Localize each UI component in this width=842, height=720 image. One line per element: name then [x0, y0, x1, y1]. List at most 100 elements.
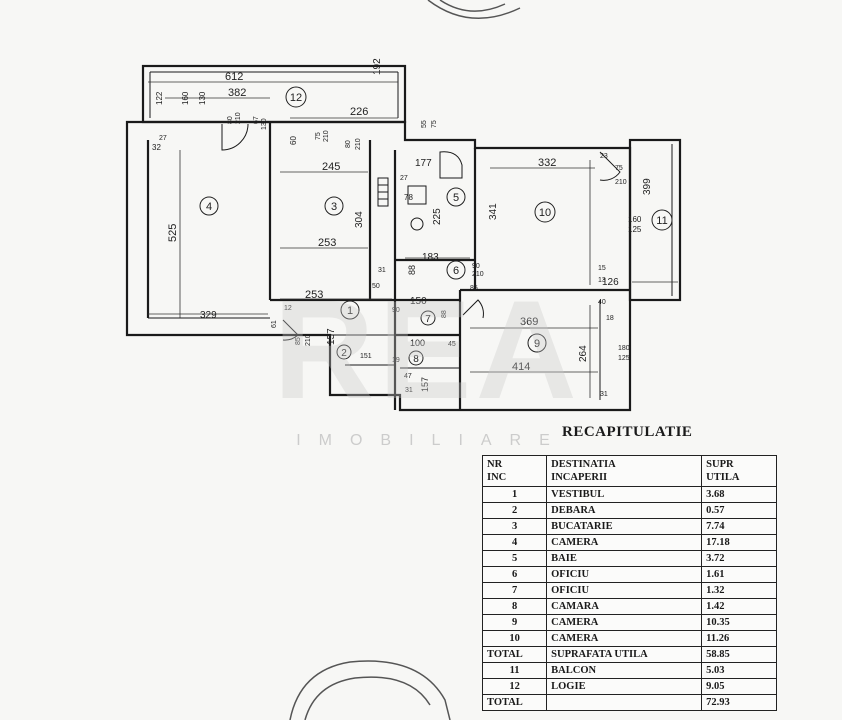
- dimension-label: 78: [404, 193, 413, 202]
- dimension-label: 245: [322, 161, 340, 173]
- dimension-label: 80: [345, 140, 352, 148]
- cell-destination: CAMERA: [546, 534, 703, 551]
- cell-area: 3.68: [701, 486, 777, 503]
- dimension-label: 75: [431, 120, 438, 128]
- dimension-label: 414: [512, 361, 530, 373]
- room-number: 8: [413, 354, 419, 365]
- dimension-label: 88: [441, 310, 448, 318]
- stamp-top: [427, 0, 521, 19]
- cell-destination: BAIE: [546, 550, 703, 567]
- dimension-label: 332: [538, 157, 556, 169]
- dimension-label: 85: [295, 337, 302, 345]
- dimension-label: 160: [181, 91, 190, 105]
- cell-destination: CAMARA: [546, 598, 703, 615]
- dimension-label: 90: [472, 263, 480, 270]
- header-nr-line1: NR: [487, 459, 503, 470]
- dimension-label: 126: [602, 277, 619, 288]
- room-number: 6: [453, 265, 459, 277]
- header-nr-line2: INC: [487, 472, 507, 483]
- dimension-label: 399: [642, 178, 653, 195]
- cell-destination: BALCON: [546, 662, 703, 679]
- cell-nr: 3: [481, 518, 548, 535]
- dimension-label: 210: [235, 112, 242, 124]
- cell-area: 3.72: [701, 550, 777, 567]
- dimension-label: 210: [323, 130, 330, 142]
- cell-nr: 7: [481, 582, 548, 599]
- walls: [125, 64, 682, 412]
- dimension-label: 382: [228, 87, 246, 99]
- dimension-label: 130: [261, 118, 268, 130]
- dimension-label: 40: [598, 299, 606, 306]
- room-number: 3: [331, 201, 337, 213]
- cell-destination: BUCATARIE: [546, 518, 703, 535]
- dimension-label: 55: [421, 120, 428, 128]
- cell-nr: 9: [481, 614, 548, 631]
- dimension-lines: [148, 81, 678, 398]
- dimension-label: 192: [372, 58, 383, 75]
- dimension-label: 85: [470, 285, 478, 292]
- dimension-label: 27: [400, 175, 408, 182]
- dimension-labels: 612 192 382 122 160 130 226 80 210 67 13…: [152, 58, 653, 398]
- cell-area: 1.42: [701, 598, 777, 615]
- room-number: 1: [347, 305, 353, 317]
- cell-area: 10.35: [701, 614, 777, 631]
- dimension-label: 60: [289, 136, 298, 145]
- dimension-label: 31: [405, 387, 413, 394]
- dimension-label: 67: [253, 116, 260, 124]
- dimension-label: 225: [432, 208, 443, 225]
- dimension-label: 31: [600, 391, 608, 398]
- cell-nr: TOTAL: [481, 646, 548, 663]
- cell-nr: 6: [481, 566, 548, 583]
- dimension-label: 264: [578, 345, 589, 362]
- stamp-bottom: [289, 660, 451, 720]
- cell-nr: 5: [481, 550, 548, 567]
- header-supr-line1: SUPR: [706, 459, 734, 470]
- room-number: 5: [453, 192, 459, 204]
- header-destination: DESTINATIA INCAPERII: [546, 455, 703, 487]
- dimension-label: 61: [271, 320, 278, 328]
- cell-nr: 1: [481, 486, 548, 503]
- cell-area: 0.57: [701, 502, 777, 519]
- cell-destination: VESTIBUL: [546, 486, 703, 503]
- room-number: 9: [534, 338, 540, 350]
- dimension-label: 210: [615, 179, 627, 186]
- dimension-label: 253: [305, 289, 323, 301]
- dimension-label: 75: [615, 165, 623, 172]
- room-number: 4: [206, 201, 212, 213]
- room-number: 12: [290, 92, 302, 104]
- room-number: 11: [656, 215, 667, 227]
- dimension-label: 125: [618, 355, 630, 362]
- dimension-label: 180: [618, 345, 630, 352]
- dimension-label: 45: [448, 341, 456, 348]
- cell-nr: 10: [481, 630, 548, 647]
- dimension-label: 18: [606, 315, 614, 322]
- dimension-label: 160: [628, 215, 642, 224]
- cell-area: 5.03: [701, 662, 777, 679]
- cell-destination: CAMERA: [546, 614, 703, 631]
- dimension-label: 50: [372, 283, 380, 290]
- cell-destination: DEBARA: [546, 502, 703, 519]
- dimension-label: 12: [284, 305, 292, 312]
- cell-nr: 11: [481, 662, 548, 679]
- cell-nr: 2: [481, 502, 548, 519]
- dimension-label: 27: [159, 135, 167, 142]
- room-number: 10: [539, 207, 551, 219]
- dimension-label: 100: [410, 338, 425, 348]
- header-dest-line1: DESTINATIA: [551, 459, 616, 470]
- header-dest-line2: INCAPERII: [551, 472, 608, 483]
- room-number: 2: [341, 348, 347, 359]
- dimension-label: 90: [392, 307, 400, 314]
- dimension-label: 151: [360, 353, 372, 360]
- dimension-label: 19: [392, 357, 400, 364]
